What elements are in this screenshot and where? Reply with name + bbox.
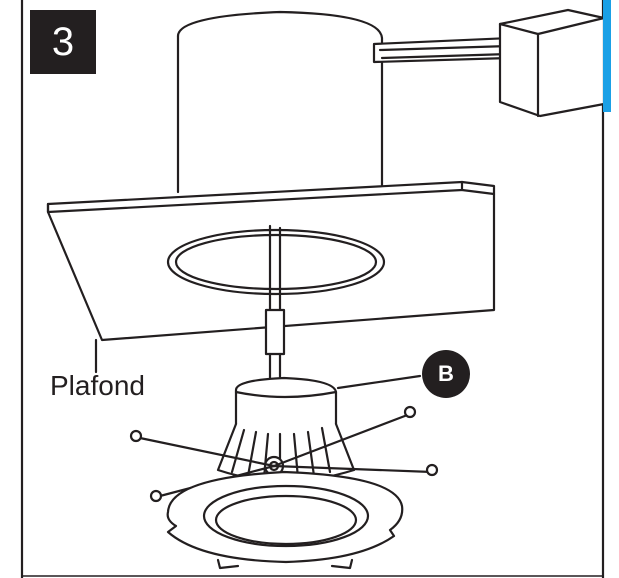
ceiling-label: Plafond (50, 370, 145, 401)
junction-box (498, 8, 606, 118)
wire-connector (264, 308, 286, 356)
callout-badge-b: B (422, 350, 470, 398)
wires (268, 224, 282, 322)
step-number-badge: 3 (30, 10, 96, 74)
mounting-bar (372, 36, 512, 64)
trim-ring (166, 470, 404, 570)
accent-edge (603, 0, 611, 112)
can-housing (176, 10, 384, 212)
callout-leader (336, 374, 422, 390)
torsion-springs (129, 405, 439, 503)
